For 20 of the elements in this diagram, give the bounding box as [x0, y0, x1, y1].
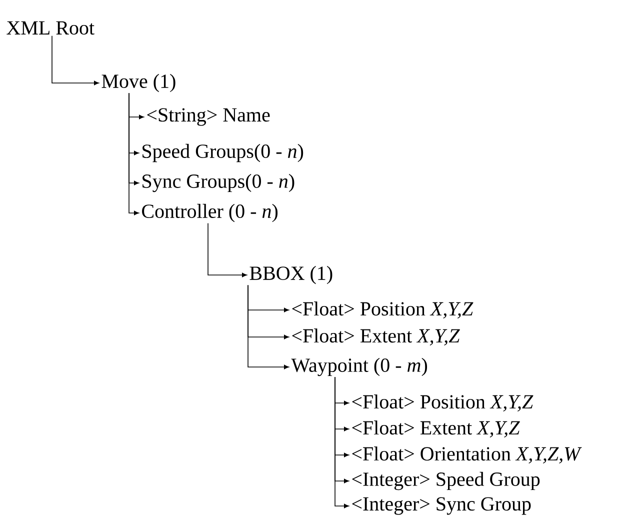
- tree-connector: [248, 284, 289, 370]
- tree-label: Move (1): [102, 74, 176, 92]
- tree-label: XML Root: [6, 21, 94, 35]
- tree-label: <Float> Orientation X,Y,Z,W: [352, 446, 582, 464]
- tree-label: Sync Groups(0 - n): [142, 174, 294, 192]
- tree-label: <Integer> Speed Group: [352, 472, 540, 490]
- tree-connector: [334, 376, 349, 508]
- tree-label: <Float> Extent X,Y,Z: [292, 328, 460, 346]
- tree-label: Controller (0 - n): [142, 204, 278, 222]
- tree-label: <Float> Extent X,Y,Z: [352, 420, 520, 438]
- tree-connector: [52, 35, 99, 86]
- tree-label: Waypoint (0 - m): [291, 358, 428, 376]
- tree-label: <Integer> Sync Group: [352, 497, 531, 515]
- tree-connector: [128, 92, 139, 216]
- tree-label: <Float> Position X,Y,Z: [292, 302, 474, 318]
- tree-label: <String> Name: [147, 108, 270, 126]
- tree-label: Speed Groups(0 - n): [142, 144, 304, 162]
- tree-label: <Float> Position X,Y,Z: [352, 394, 534, 412]
- tree-connector: [208, 222, 247, 278]
- tree-label: BBOX (1): [250, 266, 332, 284]
